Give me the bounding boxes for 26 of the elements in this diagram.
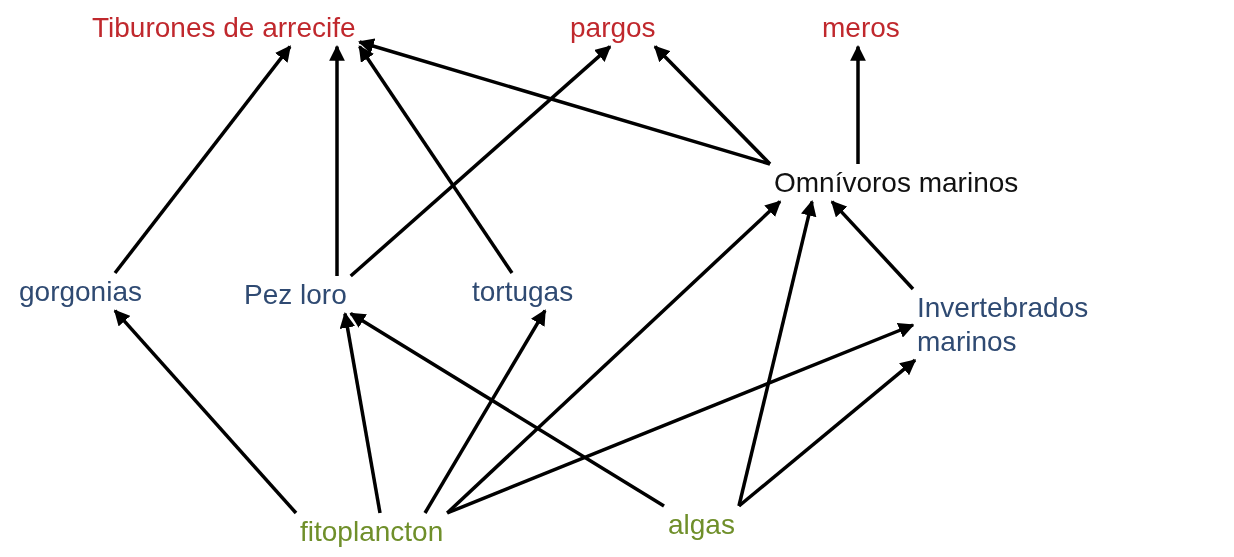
arrow xyxy=(830,200,915,291)
species-label: meros xyxy=(818,9,904,47)
arrow xyxy=(737,358,917,508)
species-label: tortugas xyxy=(468,273,578,311)
arrow xyxy=(850,45,866,164)
species-label: fitoplancton xyxy=(296,513,448,551)
arrow xyxy=(358,45,514,274)
species-label: Omnívoros marinos xyxy=(770,164,1023,202)
arrow xyxy=(446,323,915,515)
arrow xyxy=(339,312,382,514)
species-label: gorgonias xyxy=(15,273,146,311)
arrow xyxy=(737,200,817,507)
arrow xyxy=(113,45,292,275)
species-label: Tiburones de arrecife xyxy=(88,9,360,47)
arrow xyxy=(329,45,345,276)
species-label: Invertebrados marinos xyxy=(913,289,1151,361)
arrow xyxy=(653,45,772,166)
arrow xyxy=(113,309,298,515)
arrow xyxy=(423,309,547,514)
species-label: pargos xyxy=(566,9,660,47)
species-label: Pez loro xyxy=(240,276,351,314)
arrow xyxy=(349,312,665,508)
arrow xyxy=(358,38,771,166)
species-label: algas xyxy=(664,506,739,544)
arrow xyxy=(446,200,782,515)
arrow xyxy=(349,45,612,278)
